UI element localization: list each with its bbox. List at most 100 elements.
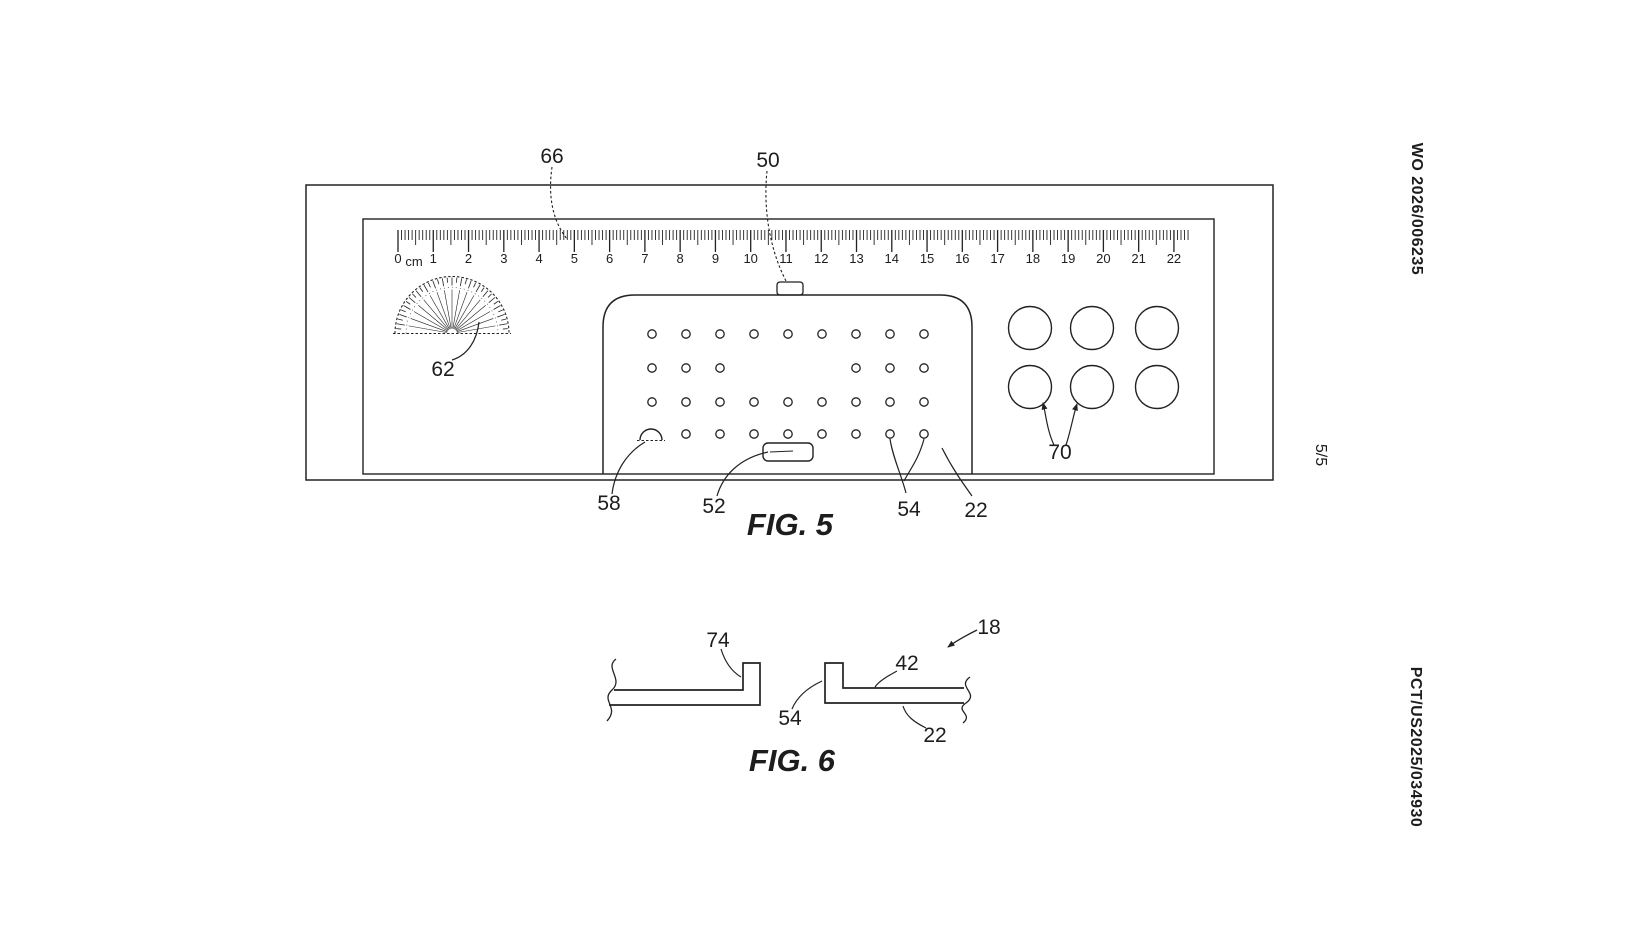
peg-hole bbox=[715, 329, 725, 339]
peg-hole bbox=[817, 429, 827, 439]
leader-54-left bbox=[889, 438, 907, 494]
protractor-degree-tick bbox=[397, 318, 403, 321]
ruler-number: 7 bbox=[641, 251, 648, 266]
fig6-caption: FIG. 6 bbox=[749, 743, 836, 778]
protractor-degree-tick bbox=[399, 313, 408, 318]
protractor-radial-line bbox=[444, 290, 452, 329]
fig6-left-break-line bbox=[606, 658, 617, 722]
peg-hole bbox=[851, 363, 861, 373]
peg-hole bbox=[919, 429, 929, 439]
leader-62 bbox=[451, 321, 480, 361]
circular-well bbox=[1134, 305, 1180, 351]
peg-hole bbox=[783, 329, 793, 339]
protractor-degree-tick bbox=[405, 301, 411, 305]
protractor-degree-tick bbox=[493, 301, 499, 305]
protractor-degree-tick bbox=[432, 280, 436, 289]
protractor-degree-tick bbox=[475, 284, 481, 293]
peg-hole bbox=[715, 397, 725, 407]
protractor-degree-tick bbox=[427, 282, 431, 288]
leader-18-arrow bbox=[947, 629, 978, 648]
peg-hole bbox=[715, 429, 725, 439]
ref-66: 66 bbox=[540, 145, 563, 168]
ref-52: 52 bbox=[702, 495, 725, 518]
ref-18: 18 bbox=[977, 616, 1000, 639]
protractor-degree-tick bbox=[408, 297, 416, 303]
protractor-degree-tick bbox=[501, 318, 507, 321]
peg-hole bbox=[851, 429, 861, 439]
ruler-number: 1 bbox=[430, 251, 437, 266]
ruler-number: 5 bbox=[571, 251, 578, 266]
protractor-degree-tick bbox=[459, 278, 463, 287]
publication-number: WO 2026/006235 bbox=[1408, 143, 1425, 275]
ruler-number: 15 bbox=[920, 251, 934, 266]
ruler-number: 14 bbox=[885, 251, 899, 266]
ruler-number: 12 bbox=[814, 251, 828, 266]
leader-70-right-arrow bbox=[1065, 403, 1078, 446]
protractor-degree-tick bbox=[401, 309, 406, 313]
protractor-degree-tick bbox=[468, 280, 472, 289]
ref-54-fig6: 54 bbox=[778, 707, 802, 730]
leader-74 bbox=[720, 648, 742, 678]
fig5-pegboard-panel bbox=[602, 294, 973, 474]
fig5-caption: FIG. 5 bbox=[747, 507, 834, 542]
ruler-number: 3 bbox=[500, 251, 507, 266]
protractor-degree-tick bbox=[499, 323, 508, 326]
ruler-number: 10 bbox=[743, 251, 757, 266]
ruler-number: 19 bbox=[1061, 251, 1075, 266]
ruler-number: 17 bbox=[990, 251, 1004, 266]
protractor-radial-line bbox=[413, 311, 448, 332]
peg-hole bbox=[885, 397, 895, 407]
leader-70-left-arrow bbox=[1041, 402, 1055, 446]
ruler-number: 13 bbox=[849, 251, 863, 266]
protractor-degree-tick bbox=[396, 323, 405, 326]
protractor-degree-tick bbox=[441, 278, 445, 287]
leader-42 bbox=[874, 670, 898, 688]
fig5-item-58-dome bbox=[639, 428, 663, 441]
ref-70: 70 bbox=[1048, 441, 1071, 464]
protractor-radial-line bbox=[423, 299, 450, 330]
leader-54-right bbox=[903, 438, 925, 482]
leader-50 bbox=[765, 170, 787, 282]
ref-62: 62 bbox=[431, 358, 454, 381]
ref-74: 74 bbox=[706, 629, 730, 652]
protractor-degree-tick bbox=[480, 287, 485, 292]
protractor-radial-line bbox=[429, 295, 450, 330]
protractor-degree-tick bbox=[473, 282, 477, 288]
ruler-number: 20 bbox=[1096, 251, 1110, 266]
peg-hole bbox=[749, 429, 759, 439]
ref-22-fig5: 22 bbox=[964, 499, 987, 522]
ruler-number: 0 bbox=[394, 251, 401, 266]
protractor-radial-line bbox=[436, 292, 451, 329]
application-number: PCT/US2025/034930 bbox=[1407, 667, 1424, 828]
peg-hole bbox=[851, 329, 861, 339]
circular-well bbox=[1007, 305, 1053, 351]
ref-50: 50 bbox=[756, 149, 779, 172]
peg-hole bbox=[681, 397, 691, 407]
peg-hole bbox=[919, 397, 929, 407]
protractor-degree-tick bbox=[496, 313, 505, 318]
ruler-number: 9 bbox=[712, 251, 719, 266]
ruler-number: 18 bbox=[1026, 251, 1040, 266]
peg-hole-grid bbox=[647, 329, 929, 439]
leader-22-fig6 bbox=[902, 705, 927, 729]
peg-hole bbox=[681, 363, 691, 373]
protractor-arc bbox=[394, 276, 510, 334]
peg-hole bbox=[817, 397, 827, 407]
peg-hole bbox=[681, 329, 691, 339]
ref-54-fig5: 54 bbox=[897, 498, 921, 521]
circular-well bbox=[1134, 364, 1180, 410]
fig5-outer-body-outline bbox=[305, 184, 1274, 481]
protractor-degree-tick bbox=[498, 309, 503, 313]
leader-66 bbox=[550, 166, 568, 240]
protractor-degree-tick bbox=[415, 290, 422, 297]
ruler-number: 16 bbox=[955, 251, 969, 266]
protractor-radial-line bbox=[456, 318, 494, 333]
fig5-item-52-block bbox=[762, 442, 814, 462]
protractor-radial-line bbox=[454, 299, 481, 330]
ref-22-fig6: 22 bbox=[923, 724, 946, 747]
protractor-radial-line bbox=[418, 304, 449, 331]
peg-hole bbox=[647, 363, 657, 373]
ref-42: 42 bbox=[895, 652, 918, 675]
